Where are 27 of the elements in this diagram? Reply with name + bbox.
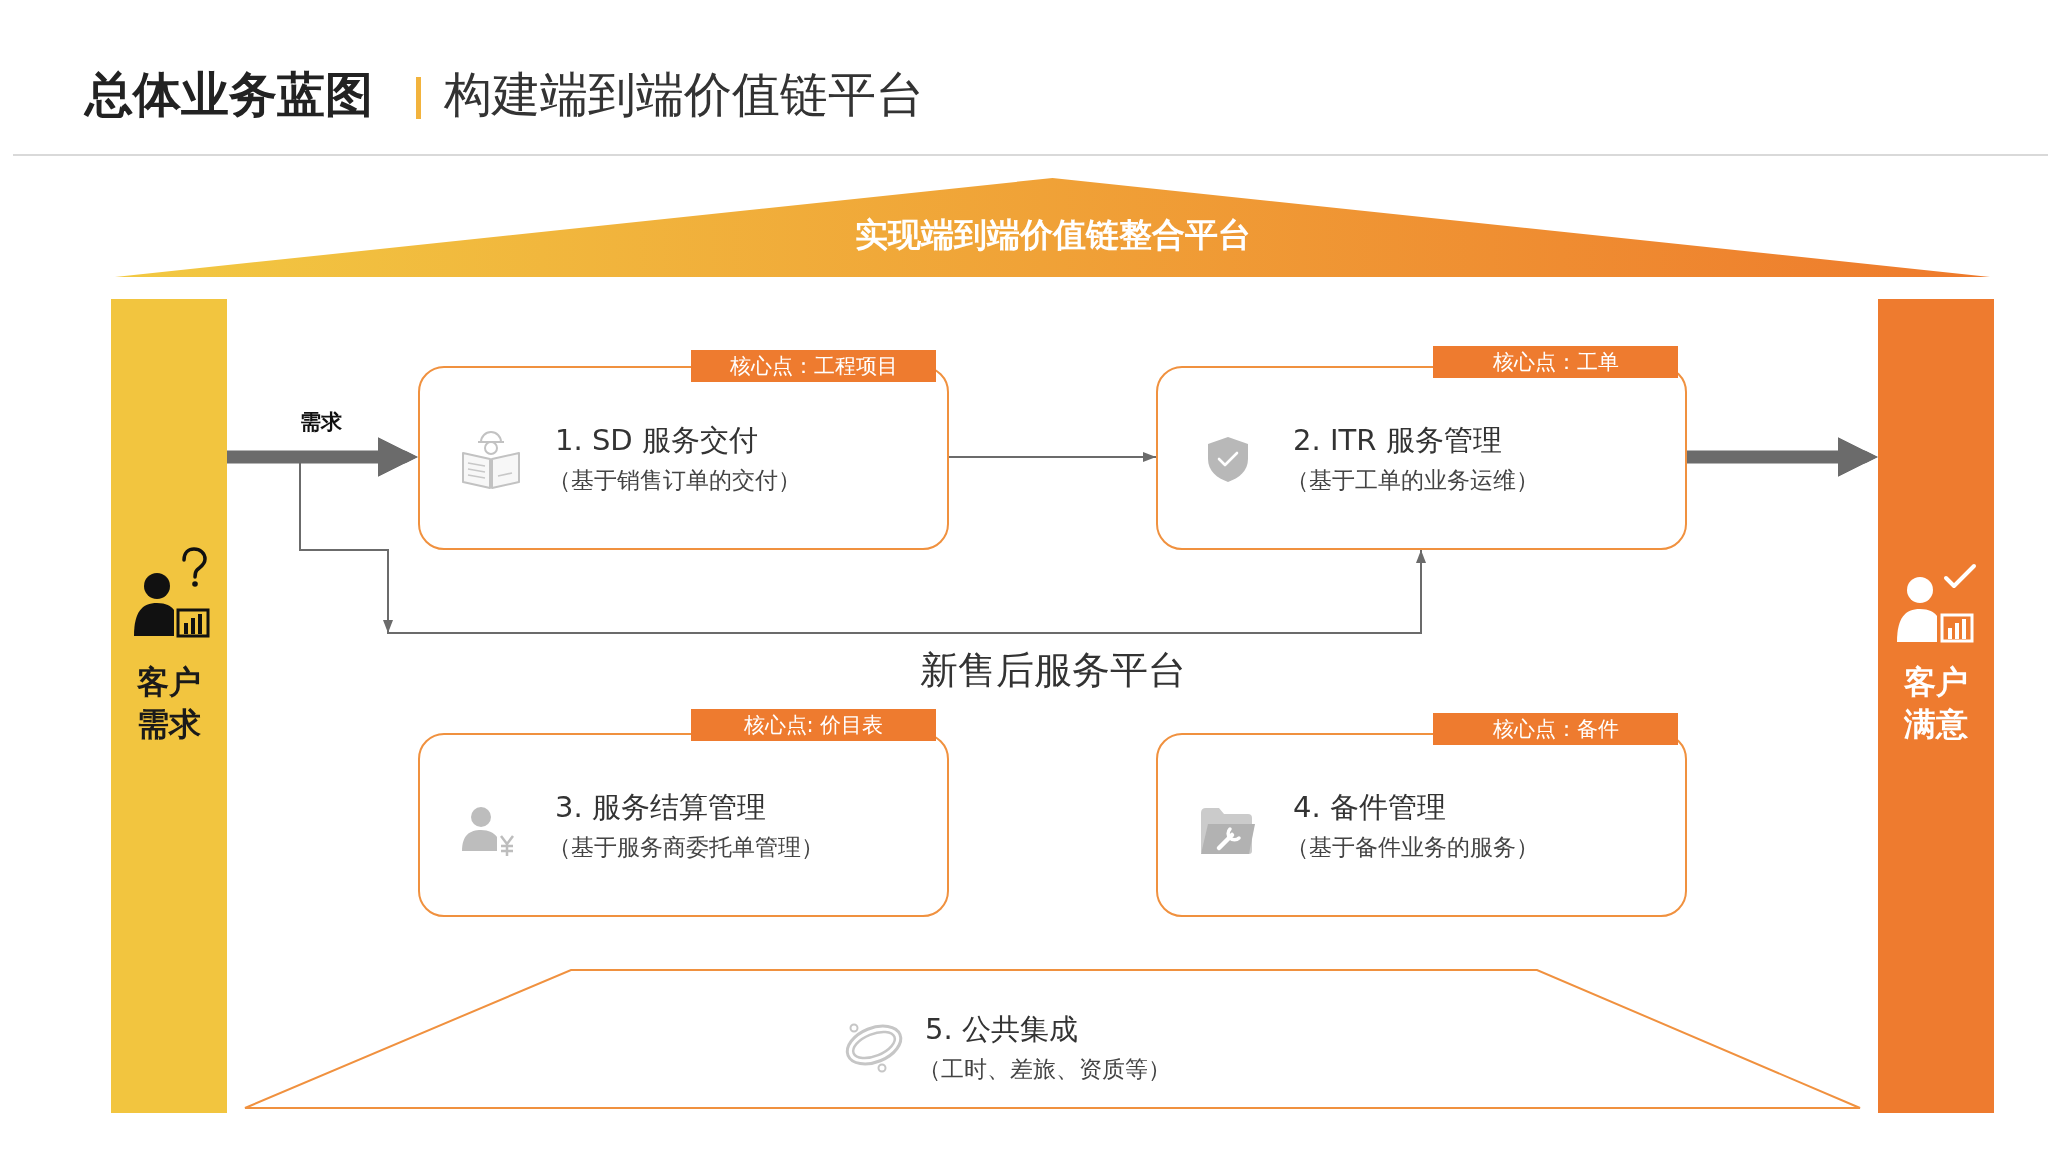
page-subtitle: 构建端到端价值链平台 (444, 65, 924, 124)
module-title: 4. 备件管理 (1293, 789, 1446, 825)
module-subtitle: （基于备件业务的服务） (1286, 833, 1539, 862)
connector-arrow (948, 452, 1157, 462)
base-platform (244, 969, 1861, 1109)
module-subtitle: （基于服务商委托单管理） (548, 833, 824, 862)
module-title: 2. ITR 服务管理 (1293, 422, 1502, 458)
module-subtitle: （基于工单的业务运维） (1286, 466, 1539, 495)
core-tag: 核心点: 价目表 (691, 709, 936, 741)
module-title: 5. 公共集成 (925, 1011, 1078, 1047)
core-tag: 核心点：工程项目 (691, 350, 936, 382)
platform-caption: 新售后服务平台 (920, 647, 1186, 693)
side-pillar (111, 299, 227, 1113)
module-title: 3. 服务结算管理 (555, 789, 766, 825)
module-subtitle: （基于销售订单的交付） (548, 466, 801, 495)
pillar-label: 客户需求 (136, 662, 202, 745)
module-subtitle: （工时、差旅、资质等） (918, 1055, 1171, 1084)
core-tag: 核心点：工单 (1433, 346, 1678, 378)
thick-arrow (1687, 437, 1878, 477)
side-pillar (1878, 299, 1994, 1113)
thick-arrow (227, 437, 418, 477)
pillar-label: 客户满意 (1903, 662, 1969, 745)
page-title: 总体业务蓝图 (85, 65, 373, 124)
core-tag: 核心点：备件 (1433, 713, 1678, 745)
edge-label: 需求 (298, 409, 344, 435)
banner-title: 实现端到端价值链整合平台 (854, 215, 1251, 255)
module-title: 1. SD 服务交付 (555, 422, 758, 458)
